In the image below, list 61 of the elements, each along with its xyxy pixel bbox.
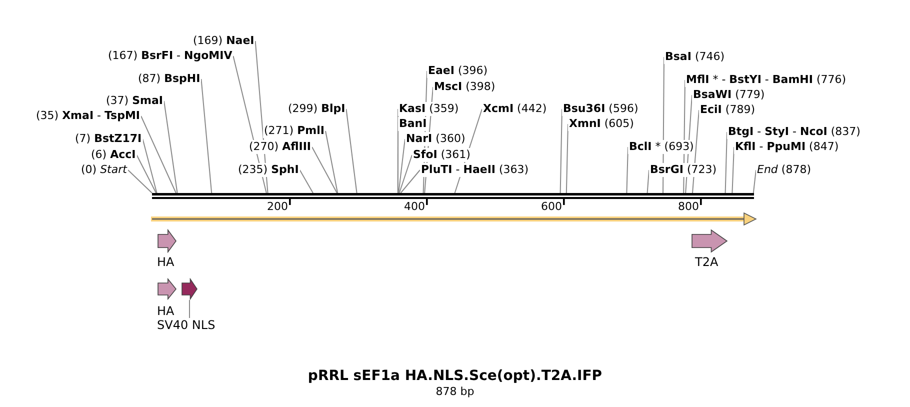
enzyme-site-label: KflI - PpuMI (847) bbox=[734, 140, 840, 154]
enzyme-site-label: PluTI - HaeII (363) bbox=[420, 163, 530, 177]
leader-line bbox=[140, 116, 176, 194]
feature-label: T2A bbox=[695, 255, 718, 269]
leader-line bbox=[732, 146, 734, 194]
leader-line bbox=[136, 154, 157, 194]
enzyme-site-label: BsaI (746) bbox=[664, 50, 726, 64]
leader-line bbox=[346, 108, 358, 194]
leader-line bbox=[299, 170, 314, 194]
enzyme-site-label: NarI (360) bbox=[405, 132, 466, 146]
enzyme-site-label: (270) AflIII bbox=[248, 140, 312, 154]
enzyme-site-label: (169) NaeI bbox=[192, 34, 256, 48]
enzyme-site-label: BsrGI (723) bbox=[649, 163, 718, 177]
enzyme-site-label: (271) PmlI bbox=[263, 124, 326, 138]
enzyme-site-label: Bsu36I (596) bbox=[562, 102, 640, 116]
enzyme-site-label: EciI (789) bbox=[699, 103, 756, 117]
leader-line bbox=[560, 108, 562, 194]
enzyme-site-label: BtgI - StyI - NcoI (837) bbox=[727, 125, 862, 139]
enzyme-site-label: (6) AccI bbox=[90, 148, 137, 162]
enzyme-site-label: (37) SmaI bbox=[105, 94, 164, 108]
leader-line bbox=[142, 138, 158, 194]
enzyme-site-label: XcmI (442) bbox=[482, 102, 548, 116]
enzyme-site-label: BclI* (693) bbox=[628, 140, 695, 154]
feature-label: HA bbox=[157, 255, 174, 269]
leader-line bbox=[400, 170, 420, 194]
leader-line bbox=[128, 170, 152, 194]
enzyme-site-label: EaeI (396) bbox=[427, 64, 489, 78]
enzyme-site-label: (299) BlpI bbox=[287, 102, 346, 116]
enzyme-site-label: BsaWI (779) bbox=[692, 88, 766, 102]
enzyme-site-label: (235) SphI bbox=[237, 163, 300, 177]
leader-line bbox=[566, 124, 568, 194]
leader-line bbox=[312, 146, 338, 194]
feature-label: HA bbox=[157, 304, 174, 318]
leader-line bbox=[724, 132, 728, 194]
leader-line bbox=[626, 146, 628, 194]
map-title: pRRL sEF1a HA.NLS.Sce(opt).T2A.IFP bbox=[308, 368, 602, 384]
enzyme-site-label: MscI (398) bbox=[433, 80, 496, 94]
sequence-length: 878 bp bbox=[436, 385, 474, 398]
leader-line bbox=[646, 170, 650, 194]
scale-number: 200 bbox=[267, 200, 288, 214]
leader-line bbox=[752, 170, 756, 194]
leader-line bbox=[398, 154, 412, 194]
enzyme-site-label: (35) XmaI - TspMI bbox=[35, 109, 142, 123]
scale-number: 800 bbox=[678, 200, 699, 214]
leader-line bbox=[164, 100, 178, 194]
leader-line bbox=[398, 138, 406, 194]
enzyme-site-label: (7) BstZ17I bbox=[74, 132, 143, 146]
scale-number: 600 bbox=[541, 200, 562, 214]
enzyme-site-label: SfoI (361) bbox=[412, 148, 472, 162]
scale-number: 400 bbox=[404, 200, 425, 214]
enzyme-site-label: KasI (359) bbox=[398, 102, 460, 116]
feature-label: SV40 NLS bbox=[157, 318, 216, 332]
enzyme-site-label: (167) BsrFI - NgoMIV bbox=[107, 49, 234, 63]
enzyme-site-label: (0) Start bbox=[80, 163, 128, 177]
enzyme-site-label: XmnI (605) bbox=[568, 117, 635, 131]
enzyme-site-label: BanI bbox=[398, 117, 428, 131]
leader-line bbox=[189, 300, 190, 318]
enzyme-site-label: MflI* - BstYI - BamHI (776) bbox=[685, 73, 848, 87]
enzyme-site-label: (87) BspHI bbox=[137, 72, 202, 86]
leader-line bbox=[325, 130, 338, 194]
enzyme-site-label: End (878) bbox=[756, 163, 812, 177]
